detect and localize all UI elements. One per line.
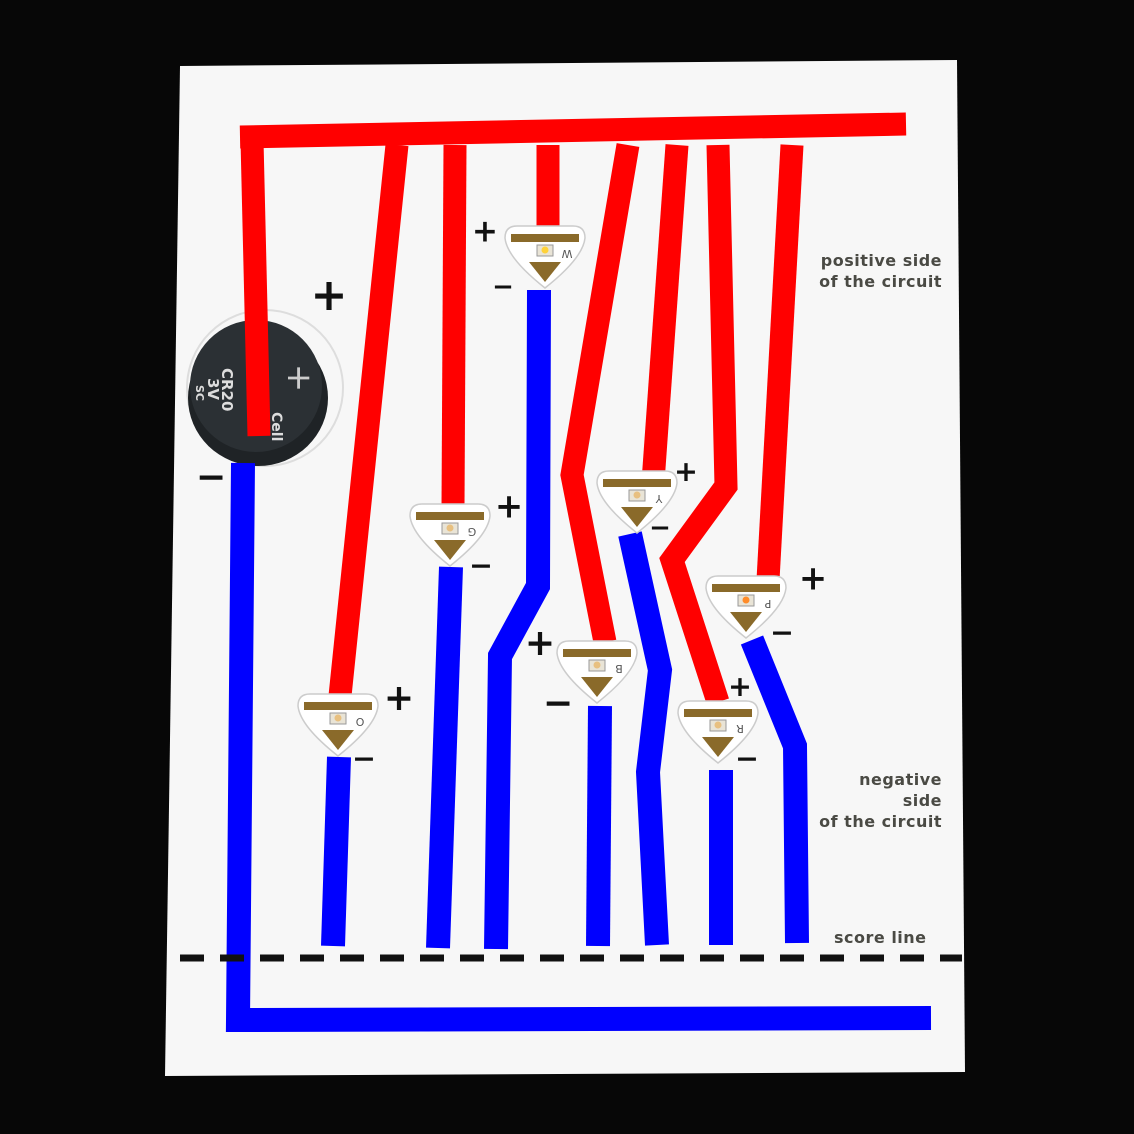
led-sticker-p: P bbox=[705, 575, 787, 639]
led-letter: W bbox=[561, 247, 572, 260]
positive-trace bbox=[560, 143, 640, 645]
plus-sign: + bbox=[525, 621, 556, 664]
minus-sign: − bbox=[196, 455, 227, 498]
paper-card bbox=[165, 60, 965, 1076]
negative-trace bbox=[618, 531, 673, 946]
svg-text:SC: SC bbox=[193, 385, 206, 401]
positive-label-line2: of the circuit bbox=[819, 272, 942, 291]
score-line-label: score line bbox=[834, 928, 927, 947]
positive-trace bbox=[441, 144, 467, 507]
led-letter: B bbox=[615, 662, 623, 675]
minus-sign: − bbox=[543, 681, 574, 724]
led-letter: P bbox=[764, 597, 771, 610]
positive-trace bbox=[328, 143, 409, 698]
led-letter: R bbox=[736, 722, 744, 735]
minus-sign: − bbox=[469, 548, 493, 582]
negative-trace bbox=[426, 566, 463, 949]
positive-trace bbox=[641, 144, 689, 483]
negative-label-line1: negative side bbox=[859, 770, 942, 810]
negative-trace bbox=[321, 756, 351, 947]
negative-label-line2: of the circuit bbox=[819, 812, 942, 831]
plus-sign: + bbox=[728, 669, 752, 703]
plus-sign: + bbox=[472, 214, 498, 250]
led-letter: O bbox=[355, 715, 364, 728]
negative-traces bbox=[225, 289, 932, 1033]
led-sticker-b: B bbox=[556, 640, 638, 704]
positive-label-line1: positive side bbox=[820, 251, 942, 270]
negative-trace bbox=[225, 462, 932, 1033]
minus-sign: − bbox=[649, 513, 671, 543]
plus-sign: + bbox=[310, 270, 347, 321]
led-letter: G bbox=[468, 525, 477, 538]
battery-plus-marking: + bbox=[279, 364, 319, 393]
plus-sign: + bbox=[495, 486, 523, 525]
led-sticker-w: W bbox=[504, 225, 586, 289]
led-stickers: W G O B Y P R bbox=[297, 225, 787, 764]
minus-sign: − bbox=[352, 741, 376, 775]
negative-side-label: negative side of the circuit bbox=[818, 769, 942, 832]
positive-trace bbox=[239, 112, 907, 149]
minus-sign: − bbox=[492, 272, 514, 302]
positive-side-label: positive side of the circuit bbox=[818, 250, 942, 292]
svg-text:Cell: Cell bbox=[268, 412, 284, 441]
positive-trace bbox=[659, 144, 738, 706]
negative-trace bbox=[740, 635, 809, 944]
led-sticker-r: R bbox=[677, 700, 759, 764]
led-sticker-o: O bbox=[297, 693, 379, 757]
led-sticker-y: Y bbox=[596, 470, 678, 534]
minus-sign: − bbox=[770, 615, 794, 649]
svg-text:3V: 3V bbox=[204, 378, 222, 400]
led-sticker-g: G bbox=[409, 503, 491, 567]
negative-trace bbox=[586, 705, 612, 947]
plus-sign: + bbox=[799, 558, 827, 597]
plus-sign: + bbox=[384, 676, 415, 719]
minus-sign: − bbox=[735, 741, 759, 775]
negative-trace bbox=[484, 289, 551, 950]
positive-trace bbox=[240, 139, 271, 437]
plus-sign: + bbox=[674, 454, 698, 488]
positive-traces bbox=[239, 112, 907, 706]
led-letter: Y bbox=[655, 492, 663, 505]
polarity-signs: ++++++++−−−−−−−− bbox=[196, 214, 827, 775]
positive-trace bbox=[756, 144, 804, 581]
battery-text: CR20 bbox=[218, 368, 236, 411]
